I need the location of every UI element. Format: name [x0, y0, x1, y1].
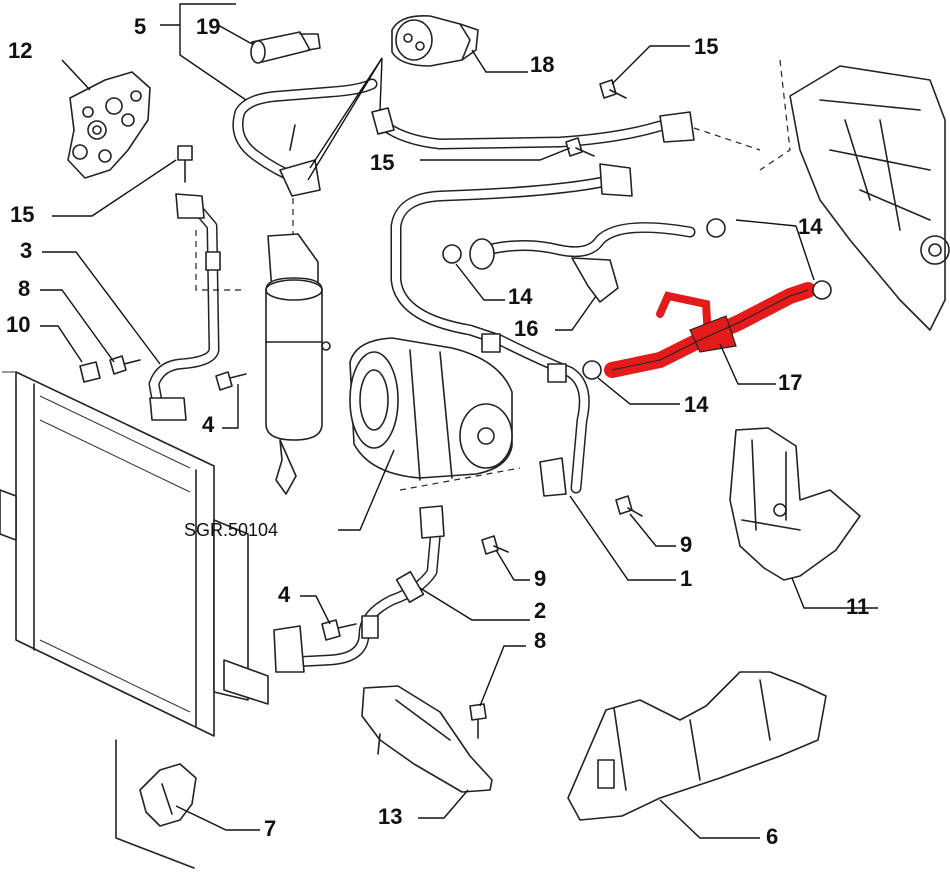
callout-1: 1 — [680, 566, 692, 591]
part-condenser — [0, 371, 269, 737]
small-hardware-left — [79, 355, 247, 391]
callout-18: 18 — [530, 52, 554, 77]
part-hose-1 — [390, 163, 633, 497]
small-hardware-middle — [321, 495, 643, 739]
part-bracket-11 — [729, 427, 861, 581]
callout-15-top: 15 — [694, 34, 718, 59]
callout-9-middle: 9 — [534, 566, 546, 591]
callout-15-middle: 15 — [370, 150, 394, 175]
reference-code: SGR.50104 — [184, 520, 278, 540]
callout-8-left: 8 — [18, 276, 30, 301]
callout-2: 2 — [534, 598, 546, 623]
part-pressure-switch — [391, 14, 479, 67]
callout-14-bottom: 14 — [684, 392, 709, 417]
bolts-15 — [177, 79, 627, 183]
callout-9-right: 9 — [680, 532, 692, 557]
part-receiver-drier — [265, 233, 331, 495]
callout-5: 5 — [134, 14, 146, 39]
callout-labels: 19 5 18 12 15 15 15 14 14 14 16 17 3 8 1… — [6, 14, 869, 849]
part-pipe-3 — [148, 193, 246, 421]
part-hose-upper — [371, 107, 761, 151]
callout-10: 10 — [6, 312, 30, 337]
part-seal-kit — [67, 71, 151, 179]
callout-7: 7 — [264, 816, 276, 841]
callout-4-middle: 4 — [278, 582, 291, 607]
callout-6: 6 — [766, 824, 778, 849]
callout-12: 12 — [8, 38, 32, 63]
part-bracket-13 — [361, 685, 493, 793]
part-heater-hose-16 — [442, 218, 726, 303]
part-compressor — [349, 337, 521, 491]
part-bracket-6 — [567, 671, 827, 821]
part-engine-block — [759, 59, 950, 331]
part-hose-17-highlighted — [582, 280, 832, 380]
callout-14-top-right: 14 — [798, 214, 823, 239]
callout-11: 11 — [846, 594, 869, 619]
callout-16: 16 — [514, 316, 538, 341]
callout-17: 17 — [778, 370, 802, 395]
callout-19: 19 — [196, 14, 220, 39]
callout-13: 13 — [378, 804, 402, 829]
part-hose-5 — [232, 78, 378, 235]
callout-4-left: 4 — [202, 412, 215, 437]
leader-lines — [40, 3, 878, 839]
part-pipe-2 — [273, 505, 445, 673]
callout-8-bottom: 8 — [534, 628, 546, 653]
callout-14-middle: 14 — [508, 284, 533, 309]
callout-3: 3 — [20, 238, 32, 263]
callout-15-left: 15 — [10, 202, 34, 227]
part-clip-7 — [115, 739, 197, 869]
part-pressure-fitting — [250, 31, 321, 64]
